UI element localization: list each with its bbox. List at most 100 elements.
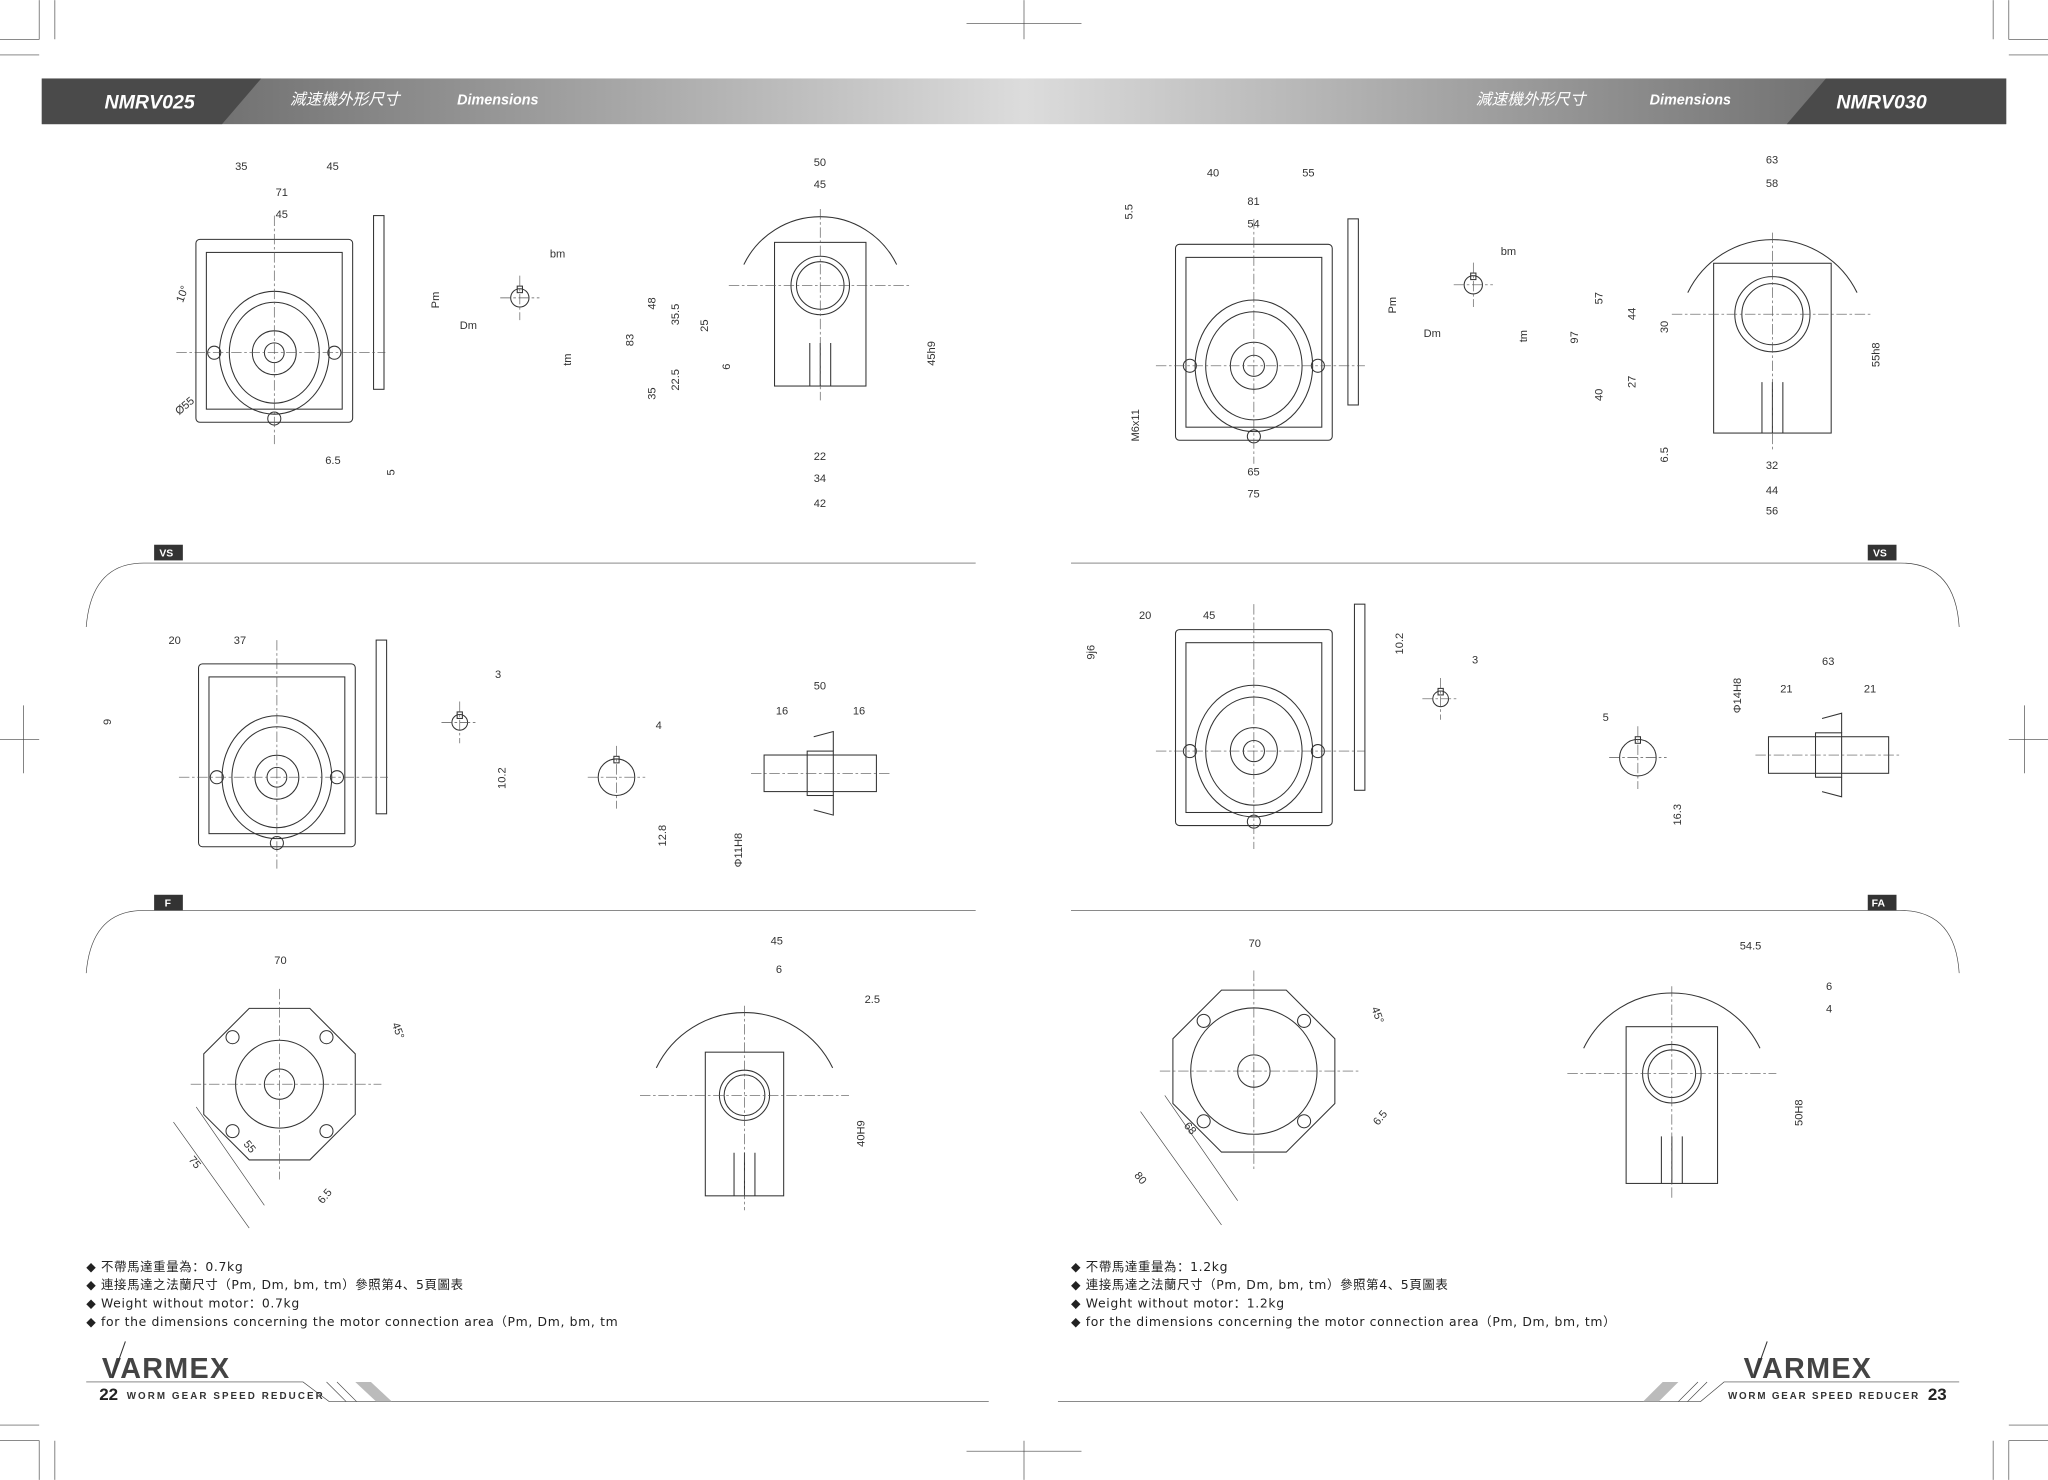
dim-label: 40 xyxy=(1594,389,1606,401)
dim-label: 70 xyxy=(1249,938,1261,950)
section-badge-f-left: F xyxy=(154,894,183,911)
drawing-left-key-f2 xyxy=(587,745,646,809)
dim-label: 35 xyxy=(647,387,659,399)
dim-label: 42 xyxy=(814,498,826,510)
dim-label: 48 xyxy=(647,297,659,309)
note-item: ◆ 連接馬達之法蘭尺寸（Pm, Dm, bm, tm）參照第4、5頁圖表 xyxy=(86,1277,463,1292)
drawing-left-shaft-f xyxy=(751,730,890,816)
footer-left: VARMEX 22 WORM GEAR SPEED REDUCER xyxy=(86,1341,989,1404)
dim-label: 40H9 xyxy=(856,1120,868,1147)
note-item: ◆ for the dimensions concerning the moto… xyxy=(1071,1314,1616,1329)
dims-left-bottom: 70 45° 55 75 6.5 45 6 2.5 40H9 xyxy=(186,935,880,1206)
dim-label: 45h9 xyxy=(926,341,938,366)
dim-label: 9 xyxy=(102,719,114,725)
dim-label: bm xyxy=(550,248,565,260)
dim-label: 6 xyxy=(721,364,733,370)
dims-left-top-side: 50 45 83 48 35.5 25 35 22.5 6 22 34 42 4… xyxy=(624,157,938,510)
dim-label: 45 xyxy=(276,209,288,221)
dim-label: 21 xyxy=(1864,683,1876,695)
drawing-right-key-vs xyxy=(1453,262,1493,308)
note-item: ◆ Weight without motor：0.7kg xyxy=(86,1296,300,1311)
dim-label: 83 xyxy=(624,334,636,346)
dims-right-mid: 20 45 9j6 10.2 3 5 16.3 63 21 21 Φ14H8 xyxy=(1086,610,1877,825)
dim-label: 6.5 xyxy=(1371,1108,1390,1128)
model-title-right: NMRV030 xyxy=(1836,91,1926,113)
page-number-left: 22 xyxy=(99,1385,118,1404)
dim-label: 5 xyxy=(385,469,397,475)
note-item: ◆ Weight without motor：1.2kg xyxy=(1071,1296,1285,1311)
drawing-right-front-fa xyxy=(1155,603,1366,850)
dim-label: 32 xyxy=(1766,460,1778,472)
drawing-left-side-flange xyxy=(640,1005,849,1211)
drawing-left-key-vs xyxy=(500,275,540,321)
note-item: ◆ 不帶馬達重量為：0.7kg xyxy=(86,1259,243,1274)
dim-label: 40 xyxy=(1207,167,1219,179)
dim-label: M6x11 xyxy=(1130,409,1142,441)
dim-label: 63 xyxy=(1766,154,1778,166)
dim-label: 25 xyxy=(699,319,711,331)
dim-label: 45 xyxy=(327,161,339,173)
dim-label: 21 xyxy=(1780,683,1792,695)
section-title-en-left: Dimensions xyxy=(457,93,538,109)
dims-right-top-front: 40 55 5.5 81 54 Pm M6x11 65 75 xyxy=(1123,167,1399,500)
dims-left-top-front: 35 45 71 45 10° Ø55 6.5 5 Pm xyxy=(173,161,442,476)
dim-label: 65 xyxy=(1247,467,1259,479)
model-title-left: NMRV025 xyxy=(104,91,195,113)
technical-drawings xyxy=(173,209,1902,1229)
dim-label: 37 xyxy=(234,635,246,647)
dim-label: 45 xyxy=(814,179,826,191)
dims-left-mid: 20 37 9 3 10.2 4 12.8 50 16 16 Φ11H8 xyxy=(102,635,865,867)
drawing-right-key-fa1 xyxy=(1422,677,1459,720)
dim-label: 4 xyxy=(656,720,662,732)
dim-label: 9j6 xyxy=(1086,645,1098,660)
dim-label: 45 xyxy=(771,935,783,947)
dim-label: 55 xyxy=(1302,167,1314,179)
dim-label: 97 xyxy=(1569,331,1581,343)
footer-right: VARMEX WORM GEAR SPEED REDUCER 23 xyxy=(1057,1341,1960,1404)
dim-label: 16.3 xyxy=(1672,804,1684,826)
section-badge-vs-left: VS xyxy=(154,544,183,561)
section-badge-fa-right: FA xyxy=(1867,894,1897,911)
dim-label: 34 xyxy=(814,473,826,485)
dim-label: 12.8 xyxy=(657,825,669,847)
svg-text:F: F xyxy=(165,899,171,910)
note-item: ◆ 連接馬達之法蘭尺寸（Pm, Dm, bm, tm）參照第4、5頁圖表 xyxy=(1071,1277,1448,1292)
varmex-logo: VARMEX xyxy=(102,1353,231,1385)
dim-label: 50H8 xyxy=(1793,1099,1805,1126)
dim-label: 55 xyxy=(241,1138,258,1155)
dim-label: 3 xyxy=(495,669,501,681)
dim-label: 70 xyxy=(274,955,286,967)
dim-label: 6 xyxy=(1826,981,1832,993)
dims-right-top-key: bm Dm tm xyxy=(1424,246,1530,343)
dim-label: Pm xyxy=(430,292,442,309)
dim-label: 22 xyxy=(814,451,826,463)
dim-label: 44 xyxy=(1766,485,1778,497)
dim-label: tm xyxy=(1518,330,1530,342)
dim-label: 20 xyxy=(1139,610,1151,622)
drawing-left-flange xyxy=(173,988,382,1229)
dim-label: 54 xyxy=(1247,218,1259,230)
drawing-left-front-vs xyxy=(176,215,386,445)
dim-label: 55h8 xyxy=(1871,342,1883,367)
dim-label: 10.2 xyxy=(1394,633,1406,655)
footer-label-left: WORM GEAR SPEED REDUCER xyxy=(127,1391,325,1402)
section-title-en-right: Dimensions xyxy=(1650,93,1731,109)
dim-label: 6.5 xyxy=(325,455,340,467)
dim-label: 20 xyxy=(168,635,180,647)
svg-text:VS: VS xyxy=(159,548,173,559)
page-number-right: 23 xyxy=(1928,1385,1947,1404)
dim-label: 63 xyxy=(1822,656,1834,668)
dim-label: 81 xyxy=(1247,196,1259,208)
dim-label: 45° xyxy=(389,1021,406,1041)
section-dividers xyxy=(85,562,1960,974)
dim-label: 5 xyxy=(1603,712,1609,724)
notes-left: ◆ 不帶馬達重量為：0.7kg ◆ 連接馬達之法蘭尺寸（Pm, Dm, bm, … xyxy=(86,1259,617,1329)
dim-label: 45° xyxy=(1369,1005,1386,1025)
section-badge-vs-right: VS xyxy=(1867,544,1897,561)
dim-label: Pm xyxy=(1387,297,1399,314)
dim-label: 30 xyxy=(1659,321,1671,333)
drawing-right-key-fa2 xyxy=(1609,726,1667,789)
dims-right-top-side: 63 58 97 57 44 30 40 27 6.5 32 44 56 55h… xyxy=(1569,154,1883,517)
